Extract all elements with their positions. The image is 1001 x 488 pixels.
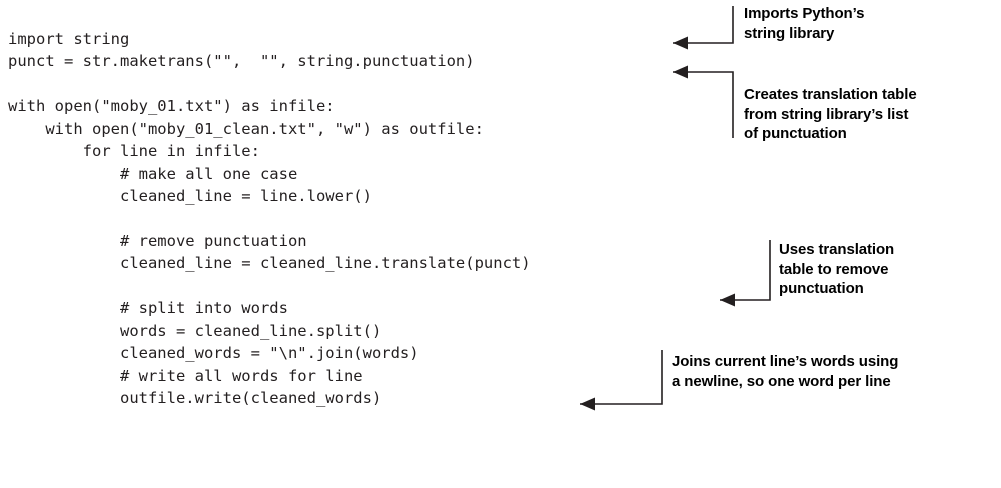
callout-text-line: a newline, so one word per line <box>672 372 891 390</box>
callout-leader-joins-words-newline <box>560 348 680 412</box>
code-line: with open("moby_01_clean.txt", "w") as o… <box>8 119 484 138</box>
leader-arrow-icon <box>673 65 734 138</box>
code-line <box>8 275 531 297</box>
code-line: # remove punctuation <box>8 231 307 250</box>
callout-imports-string-library: Imports Python’s string library <box>744 4 864 43</box>
code-line: punct = str.maketrans("", "", string.pun… <box>8 52 475 71</box>
code-line: # write all words for line <box>8 366 363 385</box>
code-line <box>8 208 531 230</box>
code-line: cleaned_words = "\n".join(words) <box>8 344 419 363</box>
code-line: for line in infile: <box>8 142 260 161</box>
callout-text-line: Joins current line’s words using <box>672 353 899 370</box>
leader-arrow-icon <box>580 350 663 411</box>
code-line <box>8 73 531 95</box>
code-line: cleaned_line = line.lower() <box>8 187 372 206</box>
callout-uses-translation-table: Uses translation table to remove punctua… <box>779 240 894 299</box>
callout-joins-words-newline: Joins current line’s words using a newli… <box>672 352 898 391</box>
code-line: # make all one case <box>8 164 298 183</box>
callout-creates-translation-table: Creates translation table from string li… <box>744 85 917 144</box>
callout-text-line: string library <box>744 24 835 42</box>
code-line: # split into words <box>8 299 288 318</box>
code-line: import string <box>8 30 130 48</box>
callout-text-line: Creates translation table <box>744 86 917 103</box>
code-block: import string punct = str.maketrans("", "… <box>8 28 531 409</box>
callout-text-line: from string library’s list <box>744 105 909 123</box>
callout-text-line: Imports Python’s <box>744 5 865 22</box>
code-line: with open("moby_01.txt") as infile: <box>8 97 335 116</box>
code-line: words = cleaned_line.split() <box>8 321 382 340</box>
callout-text-line: Uses translation <box>779 241 895 258</box>
callout-text-line: of punctuation <box>744 125 847 142</box>
callout-leader-imports-string-library <box>648 4 734 52</box>
leader-arrow-icon <box>673 6 734 50</box>
callout-text-line: punctuation <box>779 280 864 297</box>
callout-text-line: table to remove <box>779 260 889 278</box>
code-listing: import string punct = str.maketrans("", "… <box>8 28 531 409</box>
code-line: cleaned_line = cleaned_line.translate(pu… <box>8 254 531 273</box>
code-line: outfile.write(cleaned_words) <box>8 389 382 407</box>
callout-leader-creates-translation-table <box>648 65 734 140</box>
